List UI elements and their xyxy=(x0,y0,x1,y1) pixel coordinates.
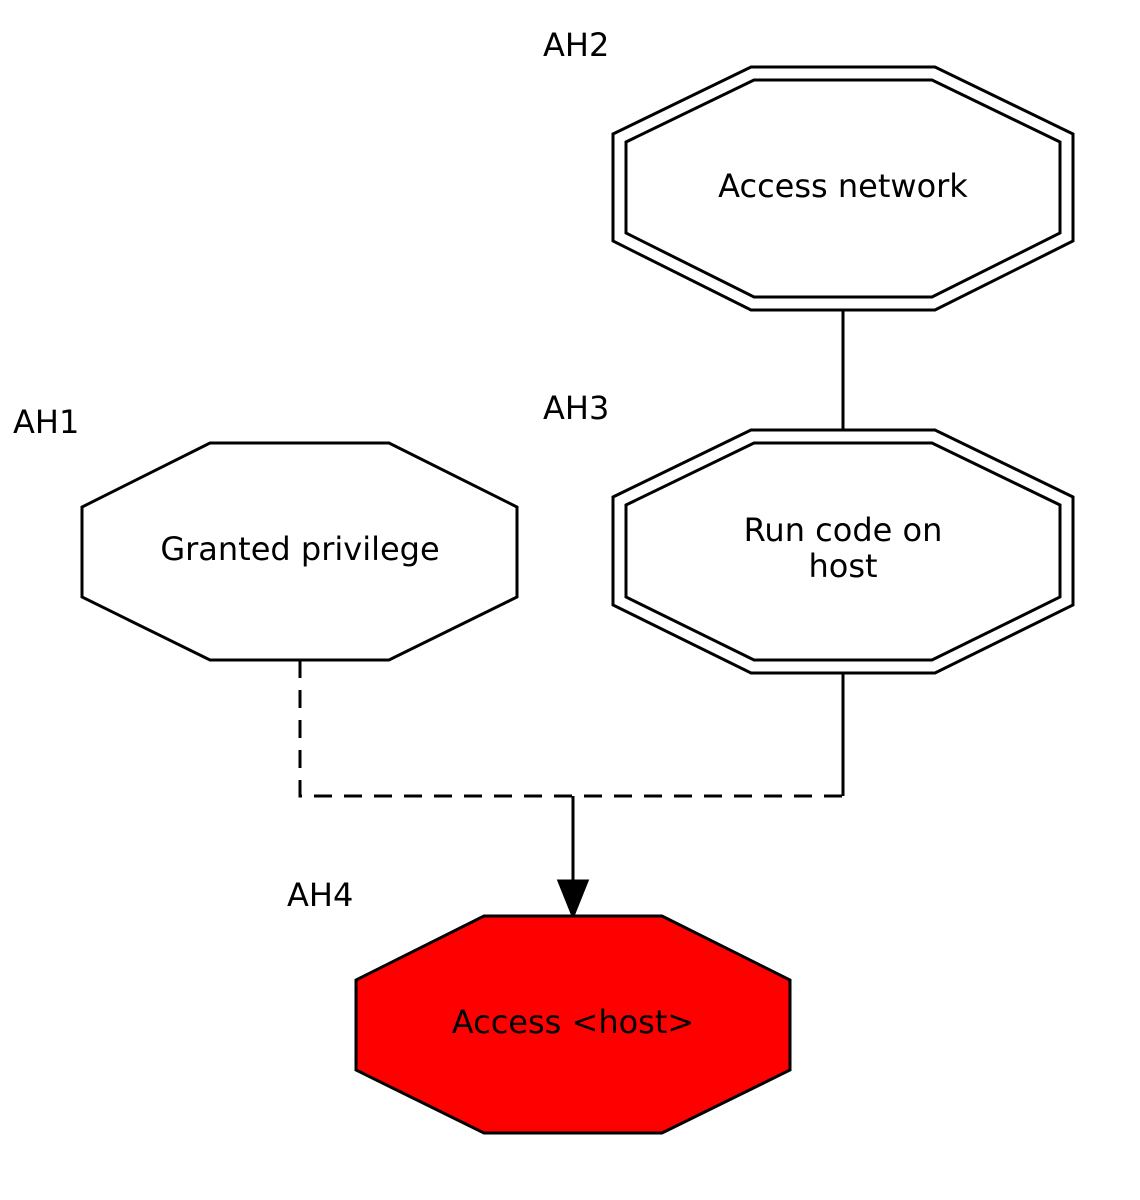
ah2-id: AH2 xyxy=(543,26,609,64)
ah1-id: AH1 xyxy=(13,403,79,441)
node-ah3[interactable]: Run code on host xyxy=(611,428,1075,675)
ah3-octagon-outer xyxy=(611,428,1075,675)
ah4-label: Access <host> xyxy=(452,1003,694,1041)
ah2-octagon-outer xyxy=(611,65,1075,312)
node-ah1[interactable]: Granted privilege xyxy=(80,441,519,662)
ah2-label: Access network xyxy=(718,167,968,205)
node-ah4[interactable]: Access <host> xyxy=(354,914,792,1135)
ah2-octagon-inner xyxy=(624,78,1062,299)
ah3-octagon-inner xyxy=(624,441,1062,662)
ah4-id: AH4 xyxy=(287,876,353,914)
ah3-label-line1: Run code on xyxy=(744,511,943,549)
ah3-id: AH3 xyxy=(543,389,609,427)
ah3-label-line2: host xyxy=(808,547,877,585)
ah4-octagon xyxy=(354,914,792,1135)
ah1-octagon xyxy=(80,441,519,662)
arrowhead-icon xyxy=(556,879,590,921)
edge-ah1-dashed xyxy=(298,660,843,798)
node-ah2[interactable]: Access network xyxy=(611,65,1075,312)
ah1-label: Granted privilege xyxy=(160,530,439,568)
